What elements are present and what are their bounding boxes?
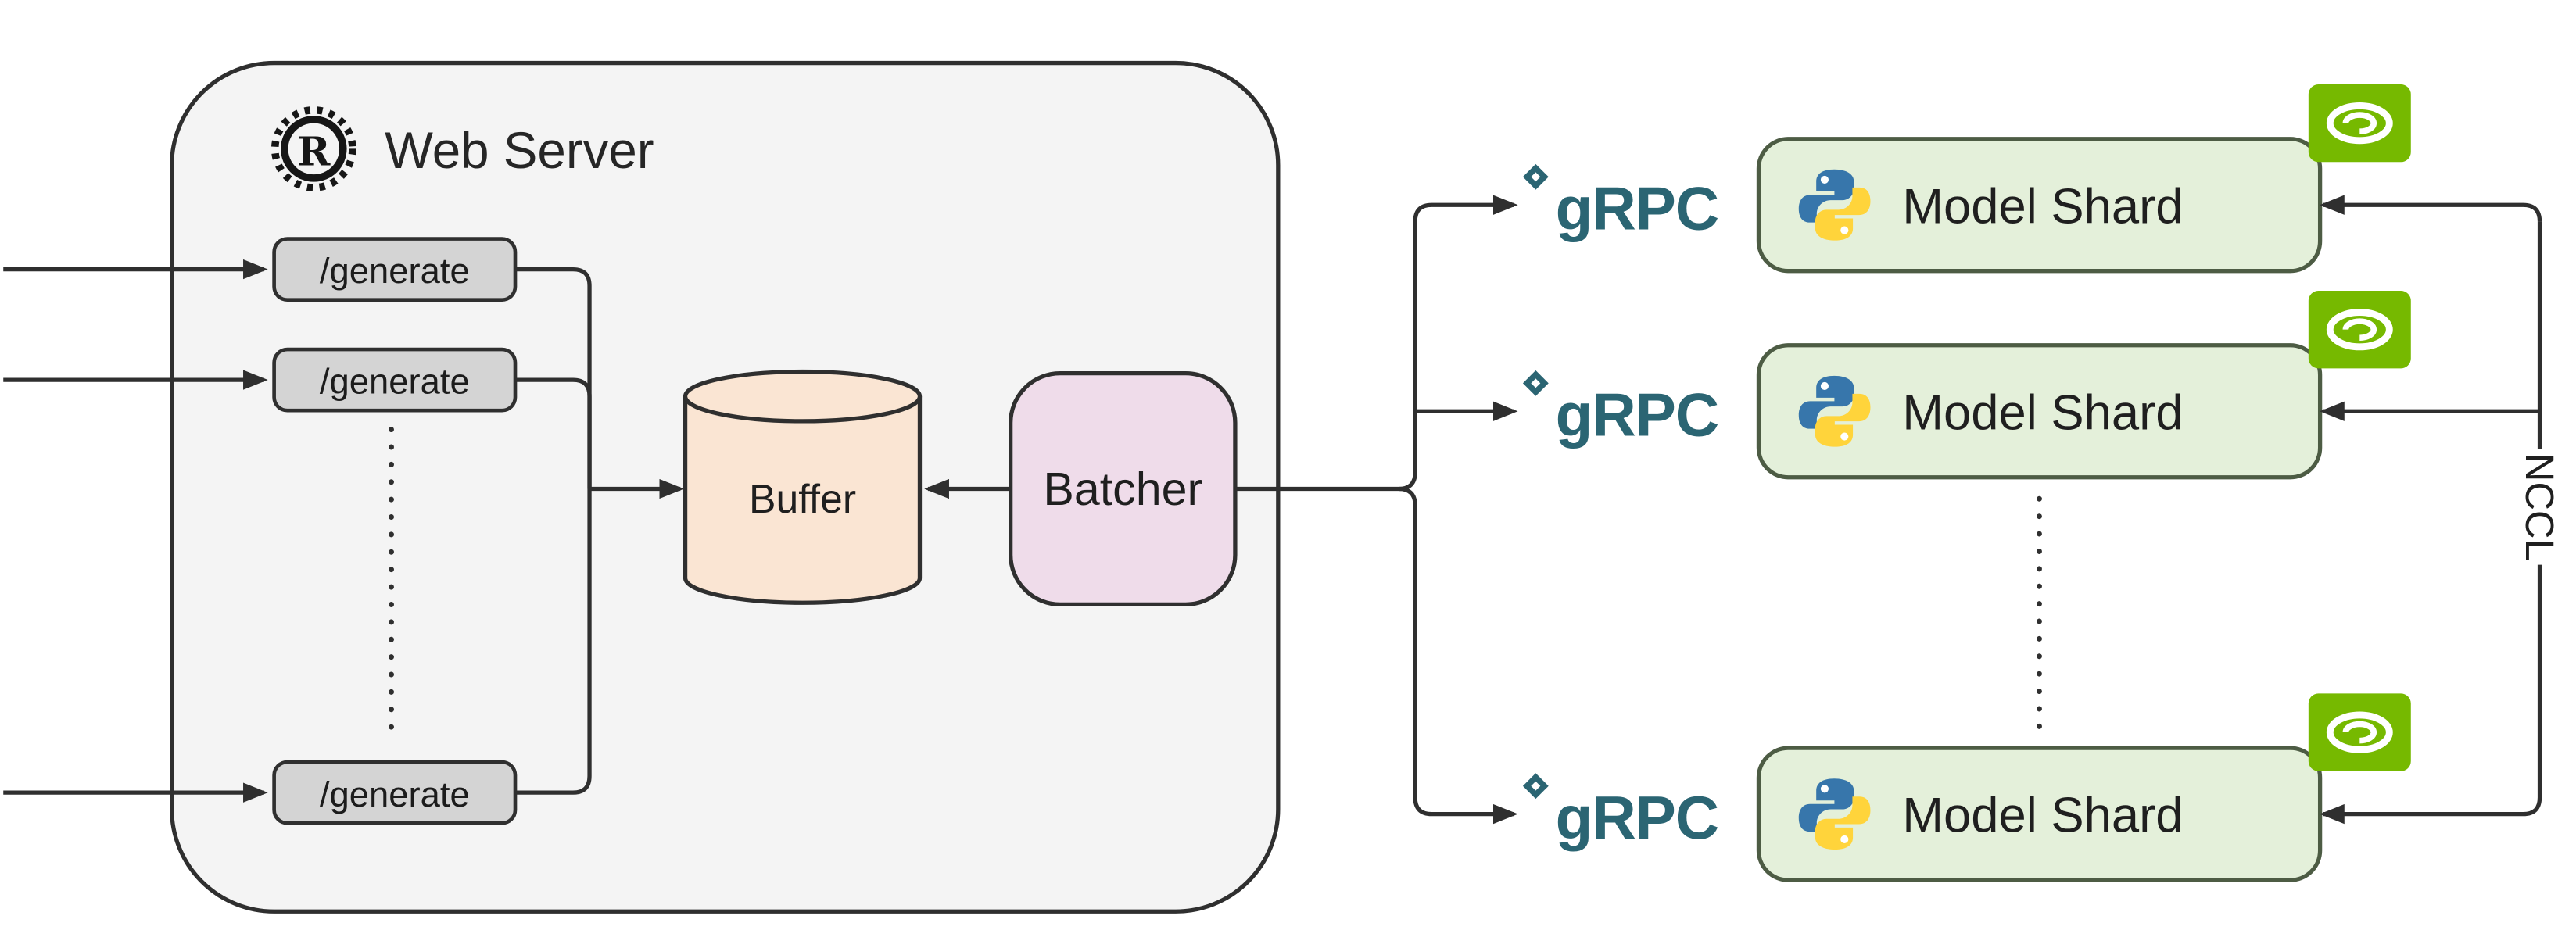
grpc-logo-icon <box>1522 163 1549 190</box>
rust-gear-teeth <box>270 106 356 191</box>
nvidia-eye-swirl <box>2342 721 2377 744</box>
endpoint2-to-buffer-line <box>515 377 592 489</box>
grpc-label-2: gRPC <box>1556 380 1719 449</box>
buffer-top <box>683 369 923 424</box>
nccl-label: NCCL <box>2517 453 2562 561</box>
python-eye <box>1820 785 1829 793</box>
python-logo-icon <box>1798 778 1871 850</box>
python-eye <box>1820 381 1829 390</box>
buffer-label: Buffer <box>749 476 856 521</box>
batcher-box: Batcher <box>1009 371 1238 607</box>
nvidia-eye-outline <box>2326 711 2393 753</box>
nvidia-eye-swirl <box>2342 112 2377 135</box>
nvidia-eye-outline <box>2326 309 2393 351</box>
nvidia-badge <box>2308 693 2411 771</box>
nvidia-eye-outline <box>2326 102 2393 145</box>
nvidia-logo-icon <box>2308 291 2411 369</box>
python-blue-snake <box>1798 169 1854 223</box>
nvidia-eye-swirl <box>2342 318 2377 342</box>
model-shard-label: Model Shard <box>1902 789 2183 843</box>
grpc-label-1: gRPC <box>1556 174 1719 242</box>
generate-endpoint-3: /generate <box>272 760 518 825</box>
nvidia-logo-icon <box>2308 84 2411 163</box>
python-blue-snake <box>1798 778 1854 832</box>
rust-gear-inner <box>288 123 340 175</box>
rust-logo-icon: R <box>270 106 356 191</box>
python-eye <box>1820 175 1829 184</box>
nccl-arrow-bottom <box>2320 797 2542 825</box>
python-yellow-snake <box>1815 393 1871 447</box>
model-shard-3: Model Shard <box>1756 693 2411 882</box>
grpc-label-3: gRPC <box>1556 783 1719 852</box>
generate-endpoint-label: /generate <box>320 774 470 814</box>
python-eye <box>1840 835 1849 843</box>
python-eye <box>1840 432 1849 441</box>
python-yellow-snake <box>1815 187 1871 241</box>
grpc-branch-bottom <box>1398 486 1518 825</box>
endpoint3-to-buffer-line <box>515 488 592 795</box>
generate-endpoint-label: /generate <box>320 251 470 291</box>
nvidia-badge <box>2308 291 2411 369</box>
batcher-label: Batcher <box>1043 463 1202 515</box>
python-logo-icon <box>1798 375 1871 447</box>
model-shard-label: Model Shard <box>1902 385 2183 440</box>
python-yellow-snake <box>1815 796 1871 850</box>
model-shard-2: Model Shard <box>1756 291 2411 480</box>
buffer-cylinder: Buffer <box>683 369 923 605</box>
grpc-logo-icon <box>1522 370 1549 396</box>
generate-endpoint-2: /generate <box>272 347 518 413</box>
grpc-logo-icon <box>1522 773 1549 800</box>
model-shard-label: Model Shard <box>1902 179 2183 234</box>
python-logo-icon <box>1798 169 1871 241</box>
endpoint1-to-buffer-line <box>515 267 592 489</box>
rust-letter: R <box>297 128 331 175</box>
grpc-branch-top <box>1398 195 1518 492</box>
model-shard-1: Model Shard <box>1756 84 2411 274</box>
buffer-body <box>683 396 923 605</box>
generate-endpoint-label: /generate <box>320 362 470 402</box>
nvidia-badge <box>2308 84 2411 163</box>
generate-endpoint-1: /generate <box>272 237 518 302</box>
python-blue-snake <box>1798 375 1854 429</box>
python-eye <box>1840 226 1849 234</box>
nvidia-logo-icon <box>2308 693 2411 771</box>
nccl-arrow-top <box>2320 195 2542 222</box>
web-server-title: Web Server <box>385 122 654 179</box>
